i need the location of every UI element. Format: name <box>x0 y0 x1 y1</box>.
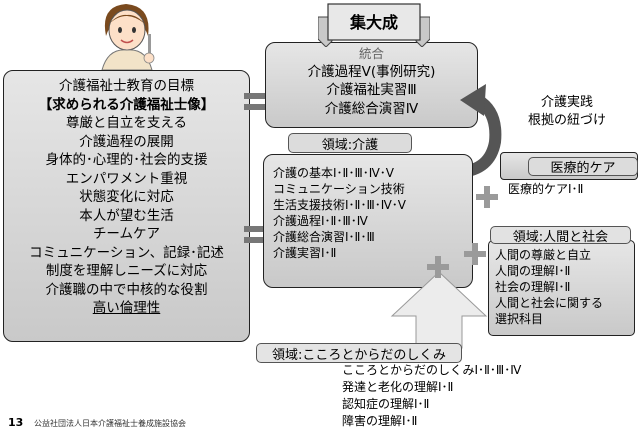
mind-body-course: こころとからだのしくみⅠ･Ⅱ･Ⅲ･Ⅳ <box>342 363 522 377</box>
goals-line: 本人が望む生活 <box>79 207 174 224</box>
arrow-label-line: 根拠の紐づけ <box>528 113 607 128</box>
banner-ribbon <box>318 3 430 47</box>
integration-line: 介護過程Ⅴ(事例研究) <box>307 63 436 80</box>
mind-body-domain-box <box>292 352 568 432</box>
medical-care-item: 医療的ケアⅠ･Ⅱ <box>508 182 584 196</box>
care-course: コミュニケーション技術 <box>273 182 405 196</box>
mind-body-course: 障害の理解Ⅰ･Ⅱ <box>342 414 418 428</box>
care-course: 生活支援技術Ⅰ･Ⅱ･Ⅲ･Ⅳ･Ⅴ <box>273 198 407 212</box>
society-course: 人間の尊厳と自立 <box>495 248 592 262</box>
education-goals-box <box>3 70 250 342</box>
goals-line: コミュニケーション、記録･記述 <box>29 244 224 261</box>
equals-connector-bottom <box>244 226 272 243</box>
support-up-arrow <box>390 271 488 349</box>
practice-curved-arrow <box>459 84 502 178</box>
banner-label: 集大成 <box>349 13 398 32</box>
goals-line: 介護過程の展開 <box>79 133 174 150</box>
plus-icon <box>427 256 449 278</box>
society-course: 人間と社会に関する <box>495 296 604 310</box>
goals-line: 介護職の中で中核的な役割 <box>45 281 208 298</box>
mind-body-domain-label: 領域:こころとからだのしくみ <box>256 343 462 363</box>
organization-name: 公益社団法人日本介護福祉士養成施設協会 <box>34 419 186 428</box>
mind-body-course: 発達と老化の理解Ⅰ･Ⅱ <box>342 380 454 394</box>
care-course: 介護の基本Ⅰ･Ⅱ･Ⅲ･Ⅳ･Ⅴ <box>273 166 395 180</box>
care-course: 介護実習Ⅰ･Ⅱ <box>273 246 337 260</box>
society-domain-label: 領域:人間と社会 <box>490 226 631 245</box>
goals-line: 尊厳と自立を支える <box>65 115 188 131</box>
integration-line: 介護福祉実習Ⅲ <box>326 82 417 98</box>
goals-line: チームケア <box>92 226 161 242</box>
goals-line: 身体的･心理的･社会的支援 <box>45 152 208 168</box>
society-course: 人間の理解Ⅰ･Ⅱ <box>495 264 571 278</box>
medical-care-title: 医療的ケア <box>528 157 638 176</box>
plus-icon <box>476 186 498 208</box>
care-course: 介護過程Ⅰ･Ⅱ･Ⅲ･Ⅳ <box>273 214 368 228</box>
arrow-label: 介護実践 根拠の紐づけ <box>528 96 606 127</box>
integration-content: 統合 介護過程Ⅴ(事例研究) 介護福祉実習Ⅲ 介護総合演習Ⅳ <box>265 46 478 117</box>
mind-body-course: 認知症の理解Ⅰ･Ⅱ <box>342 397 430 411</box>
society-course: 社会の理解Ⅰ･Ⅱ <box>495 280 571 294</box>
teacher-illustration <box>101 4 155 70</box>
page-number: 13 <box>8 416 24 429</box>
goals-line: 制度を理解しニーズに対応 <box>45 263 208 279</box>
society-domain-list: 人間の尊厳と自立 人間の理解Ⅰ･Ⅱ 社会の理解Ⅰ･Ⅱ 人間と社会に関する 選択科… <box>495 249 603 325</box>
goals-line: 介護福祉士教育の目標 <box>59 78 194 94</box>
society-course: 選択科目 <box>495 312 544 326</box>
integration-box <box>265 42 478 128</box>
goals-line: 状態変化に対応 <box>79 189 174 205</box>
care-course: 介護総合演習Ⅰ･Ⅱ･Ⅲ <box>273 230 375 244</box>
plus-icon <box>464 243 486 265</box>
goals-line: エンパワメント重視 <box>65 170 188 187</box>
care-domain-label: 領域:介護 <box>288 133 412 153</box>
integration-line: 介護総合演習Ⅳ <box>324 100 419 117</box>
goals-line: 高い倫理性 <box>92 300 161 316</box>
society-domain-box <box>488 240 635 336</box>
education-goals-list: 介護福祉士教育の目標 【求められる介護福祉士像】 尊厳と自立を支える 介護過程の… <box>5 78 248 316</box>
arrow-label-line: 介護実践 <box>541 95 594 110</box>
mind-body-domain-list: こころとからだのしくみⅠ･Ⅱ･Ⅲ･Ⅳ 発達と老化の理解Ⅰ･Ⅱ 認知症の理解Ⅰ･Ⅱ… <box>342 364 521 427</box>
integration-title: 統合 <box>358 46 384 61</box>
equals-connector-top <box>244 93 276 110</box>
care-domain-list: 介護の基本Ⅰ･Ⅱ･Ⅲ･Ⅳ･Ⅴ コミュニケーション技術 生活支援技術Ⅰ･Ⅱ･Ⅲ･Ⅳ… <box>273 167 406 259</box>
goals-line: 【求められる介護福祉士像】 <box>38 96 215 113</box>
